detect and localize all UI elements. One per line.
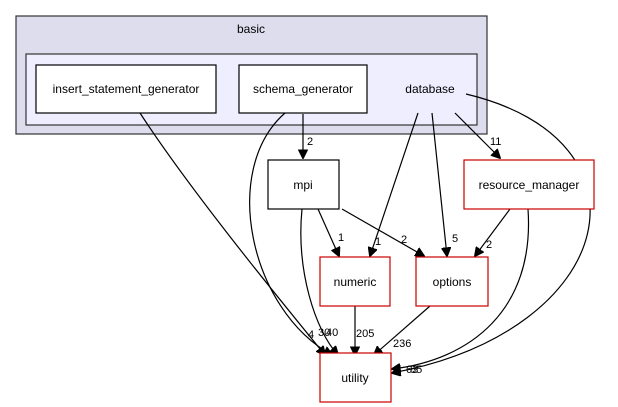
node-options[interactable]: options	[415, 256, 489, 307]
edge-label-numeric-utility: 205	[356, 328, 374, 340]
edge-resource-manager-to-utility	[392, 208, 530, 369]
node-mpi-box	[267, 159, 340, 210]
edge-label-database-numeric: 1	[375, 236, 381, 248]
cluster-database-label: database	[405, 82, 455, 96]
edge-database-to-utility	[392, 93, 591, 373]
edge-label-mpi-numeric: 1	[338, 232, 344, 244]
node-insert-statement-generator-label: insert_statement_generator	[53, 82, 200, 96]
edge-mpi-to-numeric	[317, 208, 339, 256]
edge-database-to-numeric	[370, 112, 419, 256]
node-insert-statement-generator[interactable]: insert_statement_generator	[35, 64, 217, 114]
node-utility-box	[319, 352, 392, 403]
node-options-label: options	[433, 275, 472, 289]
node-resource-manager-label: resource_manager	[479, 178, 580, 192]
edge-options-to-utility	[374, 305, 431, 355]
edge-resource-manager-to-options	[475, 208, 511, 256]
edge-insert-to-utility	[139, 112, 325, 355]
edge-label-options-utility: 236	[393, 338, 411, 350]
node-mpi[interactable]: mpi	[267, 159, 340, 210]
edge-label-schema-utility: 30	[318, 327, 330, 339]
node-utility[interactable]: utility	[319, 352, 392, 403]
edge-label-schema-mpi: 2	[307, 136, 313, 148]
edge-labels: 2 11 1 2 1 5 2 205 236 4 30 40 85 63	[307, 136, 501, 376]
node-mpi-label: mpi	[293, 178, 312, 192]
node-utility-label: utility	[341, 371, 368, 385]
node-insert-statement-generator-box	[35, 64, 217, 114]
edge-label-database-options: 5	[452, 233, 458, 245]
edge-label-resource-manager-options: 2	[486, 239, 492, 251]
edge-label-mpi-utility: 40	[326, 327, 338, 339]
edge-database-to-resource-manager	[454, 112, 500, 158]
node-numeric[interactable]: numeric	[319, 256, 391, 307]
node-schema-generator-box	[238, 64, 368, 114]
node-options-box	[415, 256, 489, 307]
edge-label-insert-utility: 4	[308, 329, 314, 341]
cluster-basic-label: basic	[237, 22, 265, 36]
node-numeric-box	[319, 256, 391, 307]
node-schema-generator[interactable]: schema_generator	[238, 64, 368, 114]
edge-label-database-utility: 85	[410, 364, 422, 376]
edge-database-to-options	[431, 112, 447, 256]
edge-mpi-to-options	[341, 208, 424, 256]
edge-mpi-to-utility	[300, 208, 338, 355]
edge-schema-to-utility	[249, 112, 332, 355]
edge-label-mpi-options: 2	[401, 234, 407, 246]
edge-label-resource-manager-utility: 63	[406, 364, 418, 376]
node-schema-generator-label: schema_generator	[253, 82, 353, 96]
edge-label-database-resource-manager: 11	[490, 136, 501, 148]
node-numeric-label: numeric	[334, 275, 377, 289]
node-resource-manager[interactable]: resource_manager	[463, 159, 595, 210]
node-resource-manager-box	[463, 159, 595, 210]
edges	[139, 93, 591, 373]
